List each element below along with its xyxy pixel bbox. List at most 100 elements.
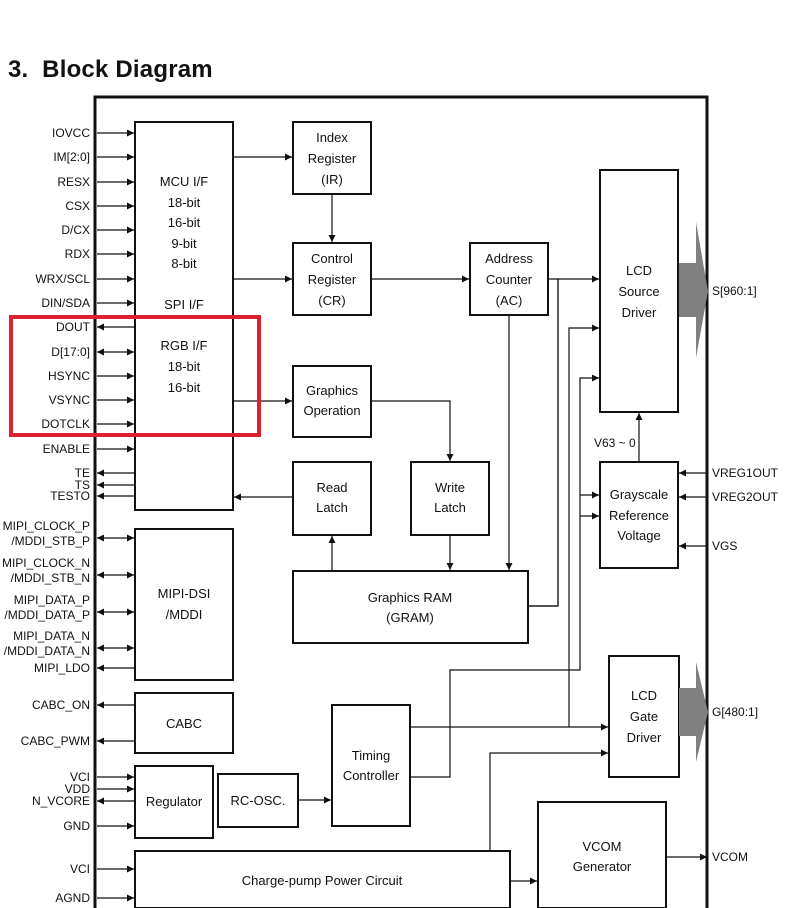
address-counter-block: Address Counter (AC): [469, 242, 549, 316]
pin-dcx: D/CX: [61, 223, 90, 237]
pin-mipi-clock-p-2: /MDDI_STB_P: [11, 534, 90, 548]
vgs-label: VGS: [712, 539, 737, 553]
mcu-18bit: 18-bit: [168, 195, 201, 210]
mcu-8bit: 8-bit: [171, 256, 197, 271]
pin-din: DIN/SDA: [41, 296, 90, 310]
svg-text:Latch: Latch: [316, 500, 348, 515]
svg-text:Driver: Driver: [622, 305, 657, 320]
index-register-block: Index Register (IR): [292, 121, 372, 195]
read-latch-block: Read Latch: [292, 461, 372, 536]
svg-text:Regulator: Regulator: [146, 794, 203, 809]
svg-text:(AC): (AC): [496, 293, 523, 308]
svg-text:LCD: LCD: [626, 263, 652, 278]
svg-text:Source: Source: [618, 284, 659, 299]
pin-mipi-data-n-1: MIPI_DATA_N: [13, 629, 90, 643]
rgb-label: RGB I/F: [161, 338, 208, 353]
vcom-generator-block: VCOM Generator: [537, 801, 667, 908]
graphics-operation-block: Graphics Operation: [292, 365, 372, 438]
svg-text:VCOM: VCOM: [583, 839, 622, 854]
charge-pump-block: Charge-pump Power Circuit: [134, 850, 511, 908]
pin-rdx: RDX: [65, 247, 90, 261]
svg-text:Reference: Reference: [609, 508, 669, 523]
input-pins: IOVCC IM[2:0] RESX CSX D/CX RDX WRX/SCL …: [2, 126, 134, 905]
mipi-dsi-block: MIPI-DSI /MDDI: [134, 528, 234, 681]
svg-text:(IR): (IR): [321, 172, 343, 187]
pin-te: TE: [75, 466, 90, 480]
output-signals: V63 ~ 0 S[960:1] G[480:1] VREG1OUT VREG2…: [594, 222, 779, 864]
pin-mipi-data-p-2: /MDDI_DATA_P: [4, 608, 90, 622]
svg-text:Graphics RAM: Graphics RAM: [368, 590, 453, 605]
pin-cabc-on: CABC_ON: [32, 698, 90, 712]
regulator-block: Regulator: [134, 765, 214, 839]
svg-text:Graphics: Graphics: [306, 383, 359, 398]
svg-text:LCD: LCD: [631, 688, 657, 703]
pin-wrx: WRX/SCL: [35, 272, 90, 286]
pin-testo: TESTO: [50, 489, 90, 503]
rc-osc-block: RC-OSC.: [217, 773, 299, 828]
svg-text:(CR): (CR): [318, 293, 345, 308]
write-latch-block: Write Latch: [410, 461, 490, 536]
pin-dotclk: DOTCLK: [41, 417, 90, 431]
svg-text:Gate: Gate: [630, 709, 658, 724]
pin-mipi-data-n-2: /MDDI_DATA_N: [4, 644, 90, 658]
svg-text:Charge-pump Power Circuit: Charge-pump Power Circuit: [242, 873, 403, 888]
svg-text:Counter: Counter: [486, 272, 533, 287]
svg-text:CABC: CABC: [166, 716, 202, 731]
rgb-highlight-box: [9, 315, 261, 437]
pin-gnd: GND: [63, 819, 90, 833]
svg-text:Register: Register: [308, 272, 357, 287]
svg-text:Timing: Timing: [352, 748, 391, 763]
svg-text:Generator: Generator: [573, 859, 632, 874]
pin-dout: DOUT: [56, 320, 91, 334]
pin-hsync: HSYNC: [48, 369, 90, 383]
lcd-gate-driver-block: LCD Gate Driver: [608, 655, 680, 778]
svg-text:Controller: Controller: [343, 768, 400, 783]
vcom-label: VCOM: [712, 850, 748, 864]
svg-text:/MDDI: /MDDI: [166, 607, 203, 622]
internal-connections: [233, 153, 643, 885]
pin-mipi-data-p-1: MIPI_DATA_P: [14, 593, 90, 607]
section-number: 3.: [8, 56, 29, 83]
svg-text:RC-OSC.: RC-OSC.: [231, 793, 286, 808]
pin-csx: CSX: [65, 199, 90, 213]
gate-output-arrow: [679, 662, 708, 762]
svg-text:Write: Write: [435, 480, 465, 495]
source-output-arrow: [679, 222, 708, 358]
pin-resx: RESX: [57, 175, 90, 189]
pin-cabc-pwm: CABC_PWM: [21, 734, 90, 748]
svg-text:(GRAM): (GRAM): [386, 610, 434, 625]
pin-d: D[17:0]: [51, 345, 90, 359]
mcu-label: MCU I/F: [160, 174, 208, 189]
mcu-9bit: 9-bit: [171, 236, 197, 251]
vreg1out-label: VREG1OUT: [712, 466, 779, 480]
pin-mipi-clock-p-1: MIPI_CLOCK_P: [3, 519, 90, 533]
pin-agnd: AGND: [55, 891, 90, 905]
chip-outline: [93, 95, 709, 908]
pin-iovcc: IOVCC: [52, 126, 90, 140]
pin-mipi-clock-n-1: MIPI_CLOCK_N: [2, 556, 90, 570]
pin-vci-2: VCI: [70, 862, 90, 876]
section-heading: 3. Block Diagram: [8, 56, 213, 84]
control-register-block: Control Register (CR): [292, 242, 372, 316]
svg-text:MIPI-DSI: MIPI-DSI: [158, 586, 211, 601]
svg-text:Driver: Driver: [627, 730, 662, 745]
gate-output-label: G[480:1]: [712, 705, 758, 719]
graphics-ram-block: Graphics RAM (GRAM): [292, 570, 529, 644]
v63-label: V63 ~ 0: [594, 436, 636, 450]
svg-text:Index: Index: [316, 130, 348, 145]
svg-text:Read: Read: [316, 480, 347, 495]
pin-enable: ENABLE: [43, 442, 90, 456]
vreg2out-label: VREG2OUT: [712, 490, 779, 504]
rgb-18bit: 18-bit: [168, 359, 201, 374]
source-output-label: S[960:1]: [712, 284, 757, 298]
timing-controller-block: Timing Controller: [331, 704, 411, 827]
svg-text:Register: Register: [308, 151, 357, 166]
pin-n-vcore: N_VCORE: [32, 794, 90, 808]
pin-mipi-clock-n-2: /MDDI_STB_N: [11, 571, 90, 585]
rgb-16bit: 16-bit: [168, 380, 201, 395]
svg-text:Latch: Latch: [434, 500, 466, 515]
pin-vdd: VDD: [65, 782, 91, 796]
pin-vsync: VSYNC: [49, 393, 91, 407]
lcd-source-driver-block: LCD Source Driver: [599, 169, 679, 413]
pin-mipi-ldo: MIPI_LDO: [34, 661, 90, 675]
